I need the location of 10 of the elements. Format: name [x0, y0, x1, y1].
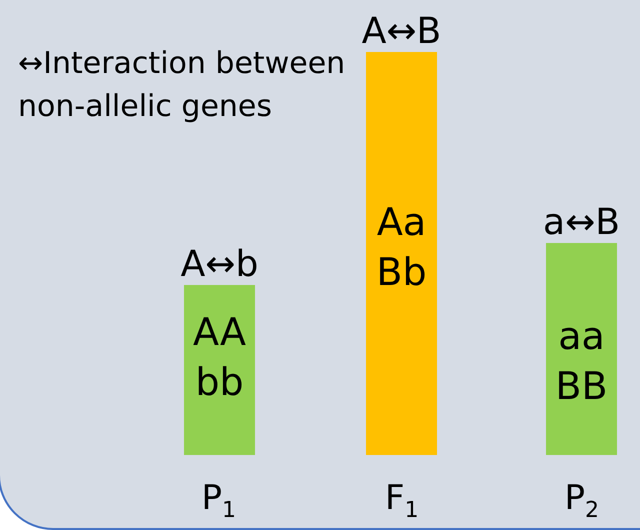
interaction-label: a↔B: [543, 203, 620, 243]
generation-label: P$_{2}$: [564, 478, 600, 525]
genotype-label: aa BB: [554, 313, 609, 410]
generation-label: P$_{1}$: [202, 478, 236, 525]
interaction-label: A↔B: [362, 12, 442, 52]
genotype-label: Aa Bb: [375, 199, 428, 296]
legend-note: ↔Interaction between non-allelic genes: [18, 45, 346, 126]
generation-label: F$_{1}$: [385, 478, 419, 525]
genotype-label: AA bb: [192, 309, 248, 406]
interaction-label: A↔b: [180, 245, 258, 285]
